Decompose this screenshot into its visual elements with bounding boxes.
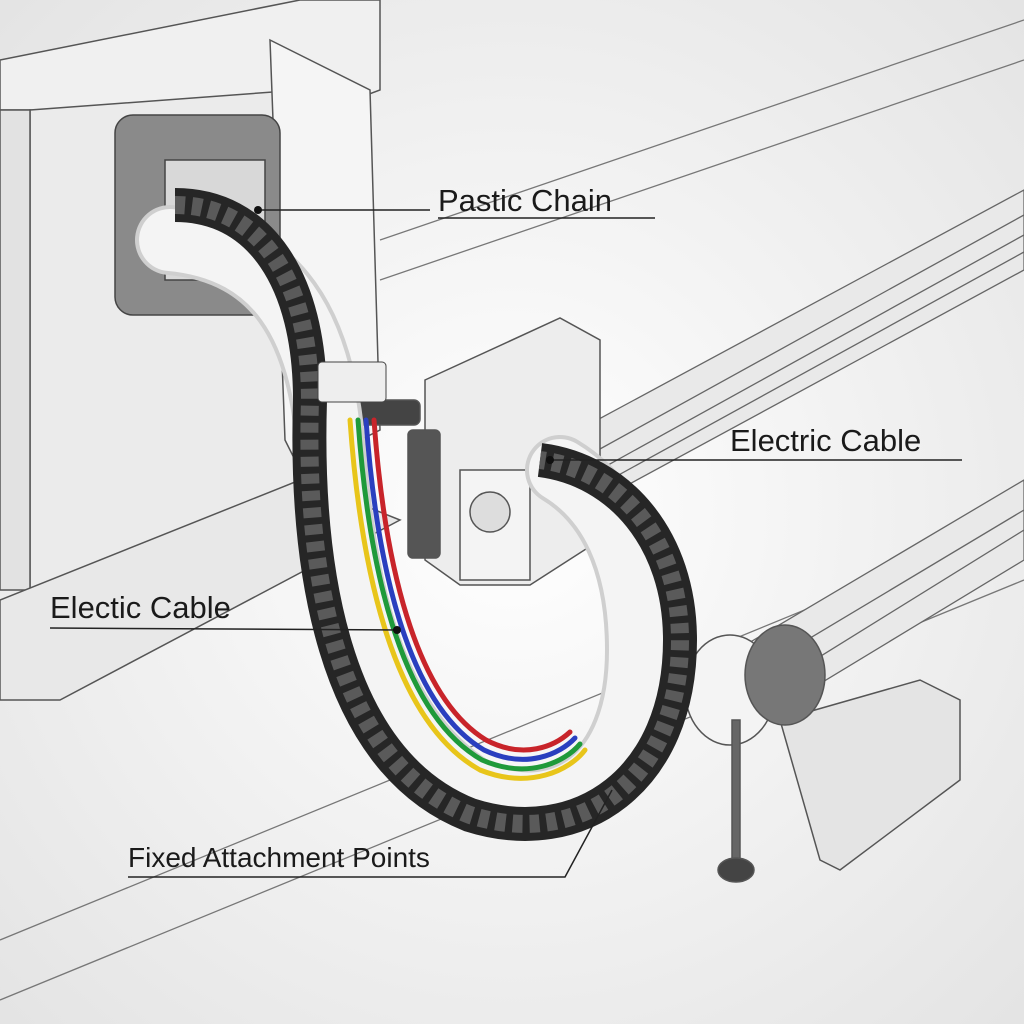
label-text: Electric Cable bbox=[730, 423, 921, 458]
chain-end-bracket bbox=[317, 361, 387, 403]
label-fixed-attachment-points: Fixed Attachment Points bbox=[128, 789, 613, 878]
chain-links bbox=[174, 196, 690, 833]
electric-cables bbox=[347, 417, 588, 781]
label-plastic-chain: Pastic Chain bbox=[254, 183, 655, 219]
motor-bracket bbox=[339, 317, 601, 586]
label-electric-cable-left: Electic Cable bbox=[49, 590, 401, 634]
label-text: Fixed Attachment Points bbox=[128, 842, 430, 873]
label-text: Electic Cable bbox=[50, 590, 231, 625]
end-carriage bbox=[684, 624, 961, 883]
label-electric-cable-right: Electric Cable bbox=[546, 423, 962, 464]
label-text: Pastic Chain bbox=[438, 183, 612, 218]
